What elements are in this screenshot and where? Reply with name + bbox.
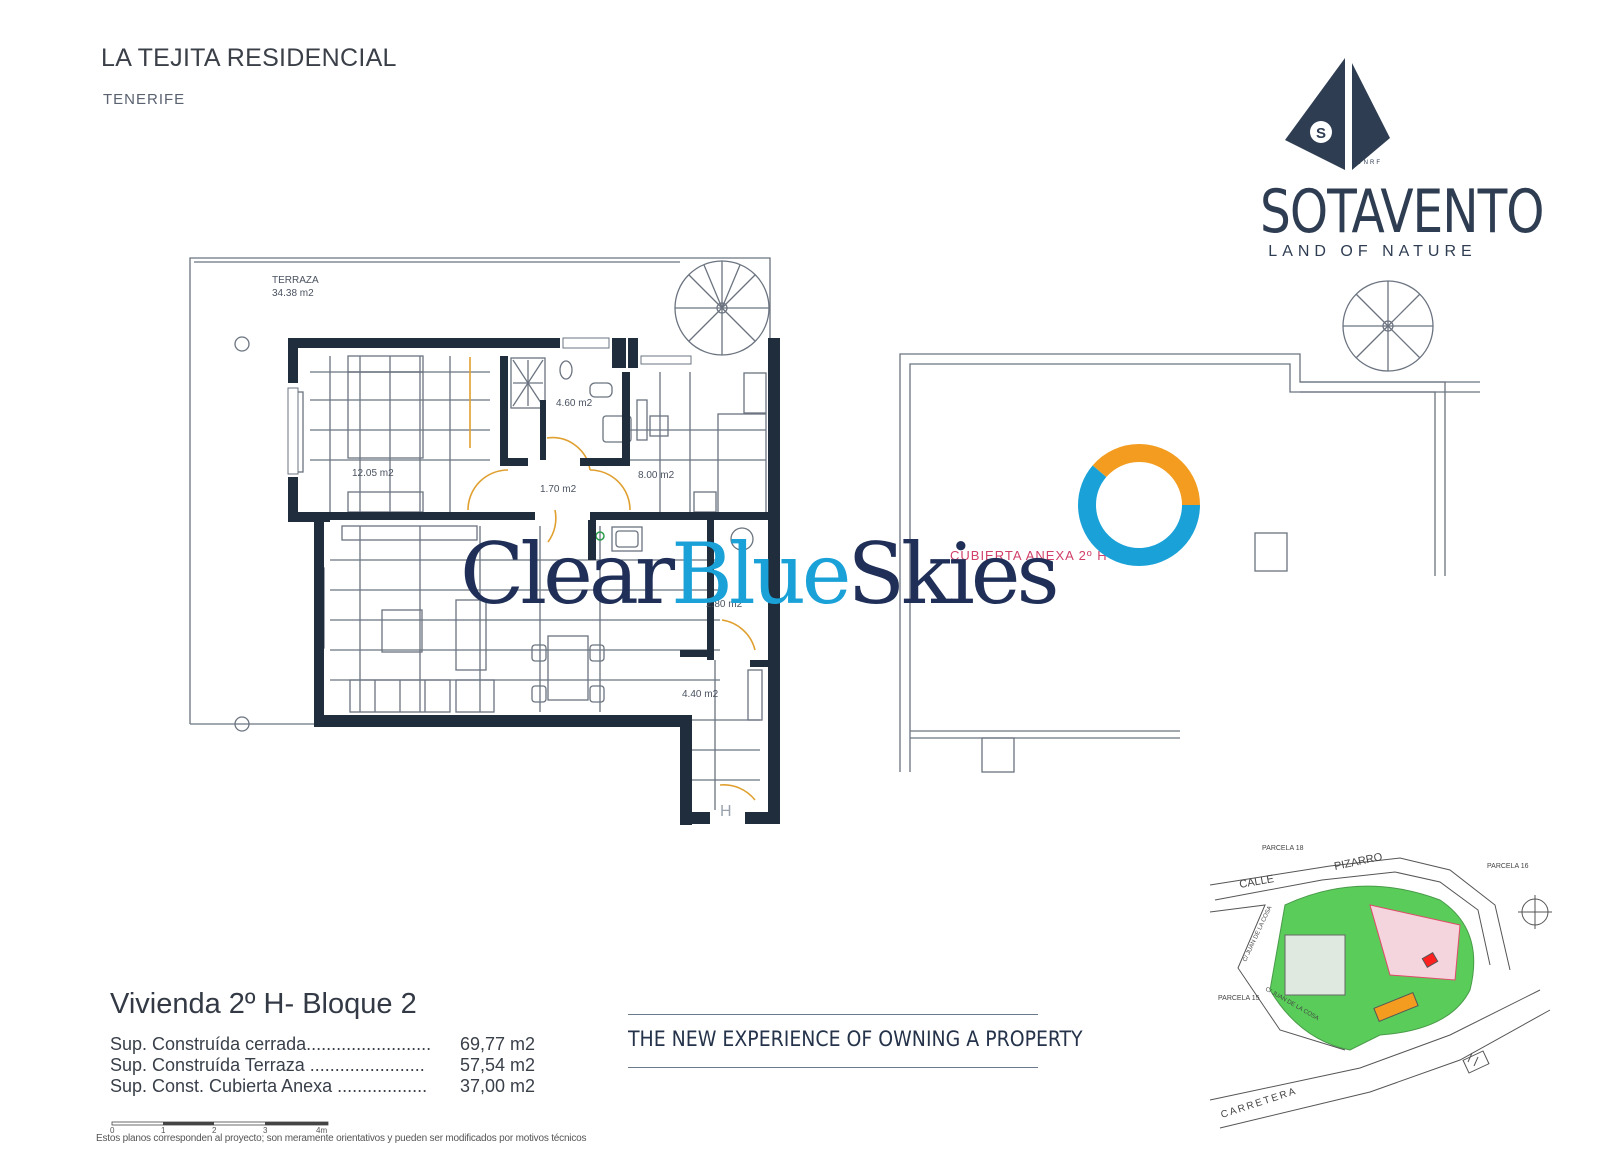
scale-tick-4: 4m (316, 1126, 327, 1135)
cubierta-label: CUBIERTA ANEXA 2º H (950, 548, 1108, 563)
logo-tagline: LAND OF NATURE (1268, 243, 1477, 260)
watermark-swirl-icon (1078, 444, 1200, 566)
scale-tick-3: 3 (263, 1126, 268, 1135)
slogan-frame (628, 1014, 1038, 1068)
site-label-calle: CALLE (1238, 873, 1274, 891)
scale-bar: 0 1 2 3 4m (110, 1121, 329, 1135)
storage-area: 2.80 m2 (706, 599, 743, 610)
hall-area: 1.70 m2 (540, 484, 577, 495)
disclaimer: Estos planos corresponden al proyecto; s… (96, 1133, 587, 1144)
bedroom-area: 12.05 m2 (352, 468, 394, 479)
area-label: Sup. Const. Cubierta Anexa .............… (110, 1076, 428, 1096)
site-label-parcela16: PARCELA 16 (1487, 863, 1529, 870)
area-value: 37,00 m2 (460, 1076, 536, 1096)
site-label-street-1: C/ JUAN DE LA COSA (1242, 905, 1273, 963)
bedroom2-area: 8.00 m2 (638, 470, 675, 481)
site-label-parcela18: PARCELA 18 (1262, 845, 1304, 852)
area-value: 57,54 m2 (460, 1055, 536, 1075)
scale-tick-2: 2 (212, 1126, 217, 1135)
area-label: Sup. Construída Terraza ................… (110, 1055, 425, 1075)
unit-title: Vivienda 2º H- Bloque 2 (110, 988, 417, 1020)
entry-area: 4.40 m2 (682, 689, 719, 700)
area-value: 69,77 m2 (460, 1034, 536, 1054)
slogan: THE NEW EXPERIENCE OF OWNING A PROPERTY (628, 1027, 1083, 1051)
scale-tick-1: 1 (161, 1126, 166, 1135)
site-label-parcela15: PARCELA 15 (1218, 995, 1260, 1002)
walls (288, 338, 780, 825)
watermark-part2: Blue (671, 525, 851, 623)
terrace-label: TERRAZA (272, 275, 319, 286)
area-label: Sup. Construída cerrada.................… (110, 1034, 432, 1054)
scale-tick-0: 0 (110, 1126, 115, 1135)
site-map (1209, 857, 1552, 1129)
site-label-pizarro: PIZARRO (1333, 851, 1384, 873)
logo-emblem-letter: S (1316, 125, 1326, 142)
watermark-part3: Skies (847, 525, 1060, 623)
door-mark: H (720, 803, 732, 820)
watermark-text: ClearBlueSkies (460, 525, 1060, 623)
logo-emblem-small: TNRF (1358, 160, 1382, 166)
project-location: TENERIFE (103, 91, 186, 108)
project-title: LA TEJITA RESIDENCIAL (101, 44, 397, 72)
terrace-outline (189, 257, 771, 724)
watermark-part1: Clear (460, 525, 675, 623)
sail-triangle-icon: S TNRF (1285, 58, 1390, 170)
terrace-area: 34.38 m2 (272, 288, 314, 299)
spiral-stair-right (1342, 280, 1434, 372)
cubierta-anexa (899, 280, 1480, 773)
spiral-stair-left (674, 260, 770, 356)
bath-area: 4.60 m2 (556, 398, 593, 409)
site-label-carretera: CARRETERA (1220, 1086, 1299, 1121)
